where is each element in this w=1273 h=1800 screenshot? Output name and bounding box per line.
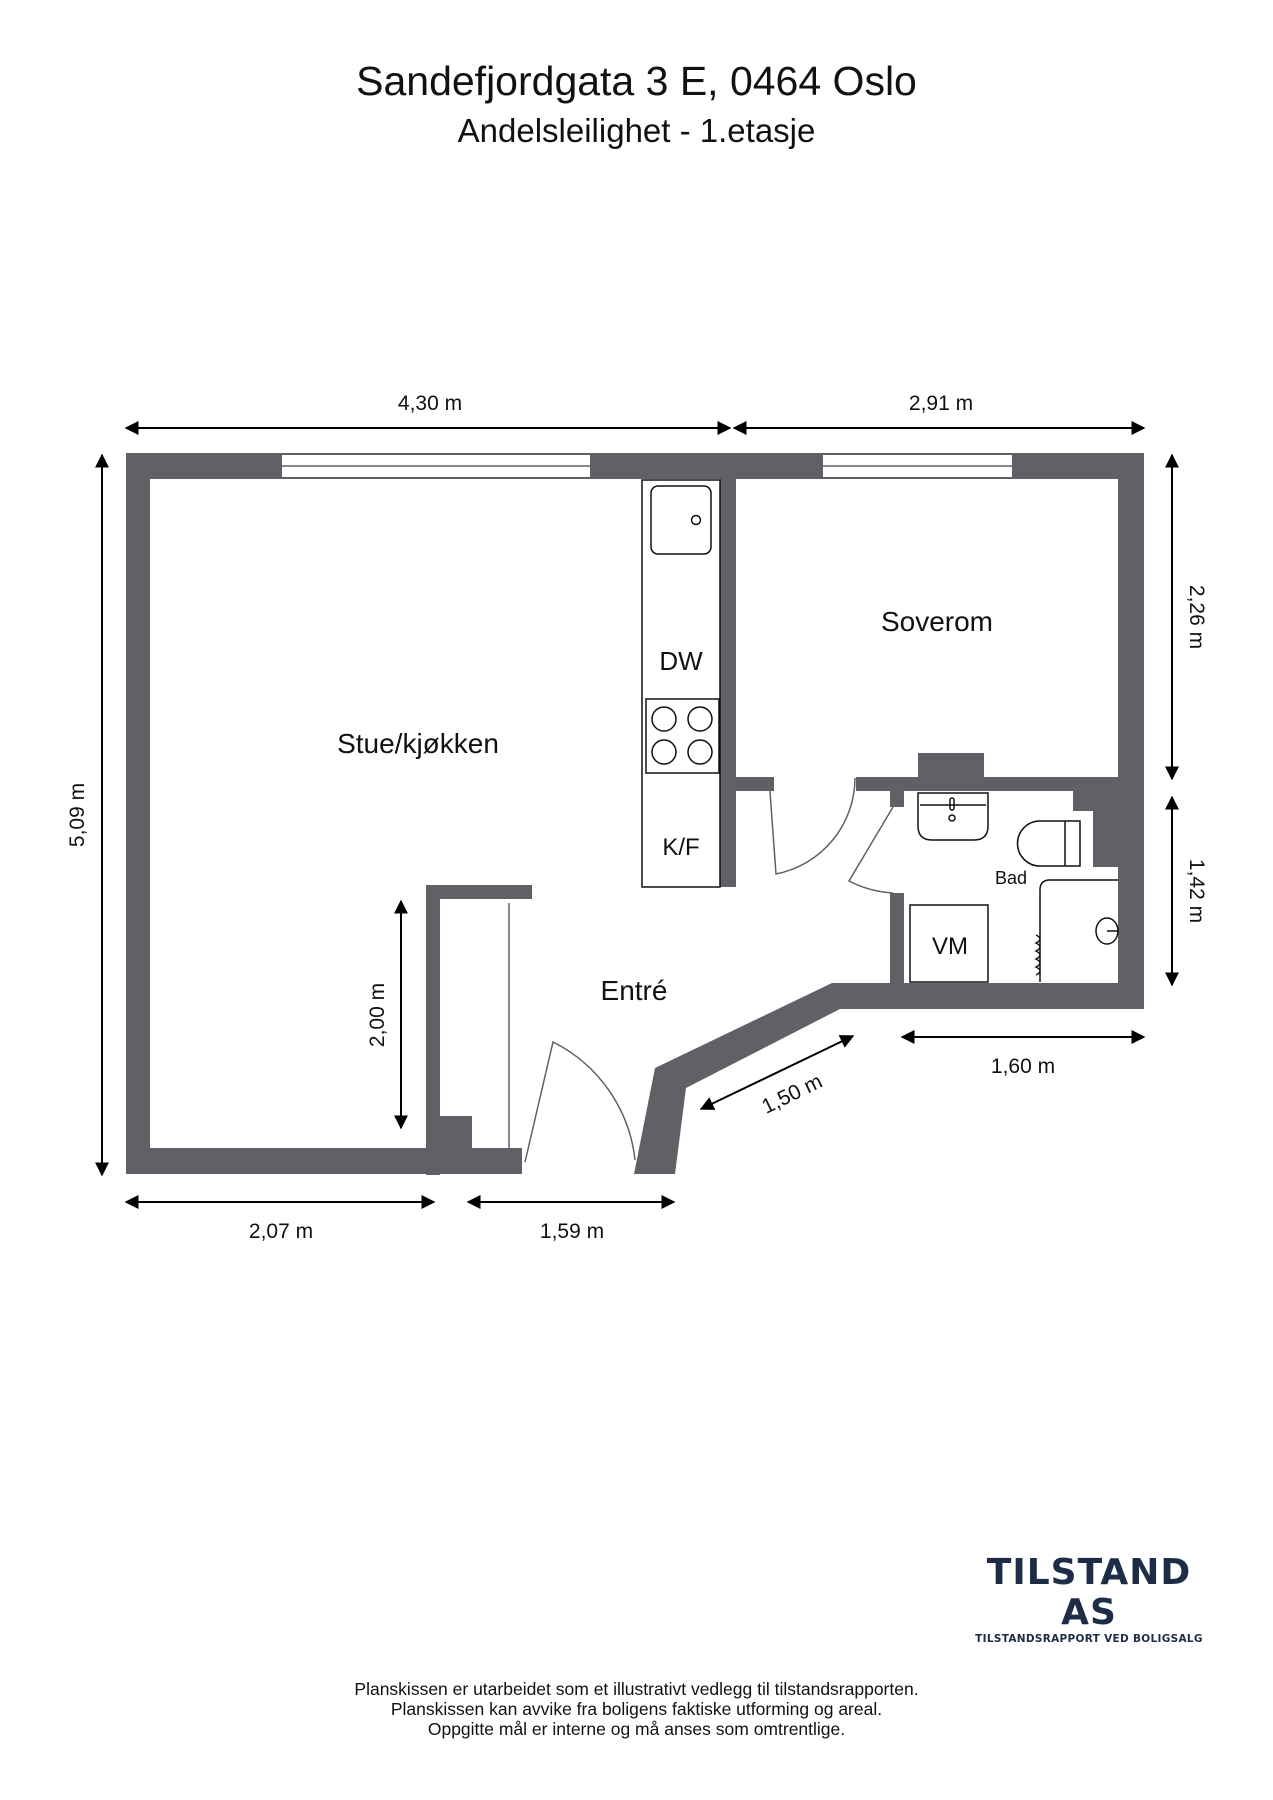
walls	[126, 453, 1144, 1175]
entrance-door-icon[interactable]	[524, 1040, 636, 1163]
shower-curtain-icon	[1034, 934, 1041, 976]
disclaimer-line: Oppgitte mål er interne og må anses som …	[427, 1719, 846, 1739]
dim-right-upper: 2,26 m	[1185, 585, 1208, 649]
disclaimer-line: Planskissen kan avvike fra boligens fakt…	[390, 1699, 883, 1719]
dim-bath-bottom: 1,60 m	[991, 1055, 1055, 1078]
toilet-icon	[1016, 820, 1081, 867]
window-living	[282, 455, 590, 477]
logo-tagline: TILSTANDSRAPPORT VED BOLIGSALG	[975, 1633, 1203, 1645]
cooktop-icon	[645, 698, 720, 774]
dim-bottom-entry: 1,59 m	[540, 1220, 604, 1243]
dimension-lines	[95, 421, 1179, 1209]
dim-right-lower: 1,42 m	[1185, 859, 1208, 923]
sink-icon	[650, 485, 712, 555]
room-label-bedroom: Soverom	[881, 606, 993, 637]
page-subtitle: Andelsleilighet - 1.etasje	[457, 112, 816, 149]
disclaimer: Planskissen er utarbeidet som et illustr…	[0, 1679, 1273, 1739]
drain-icon	[690, 514, 702, 526]
dim-top-right: 2,91 m	[909, 392, 973, 415]
shower-rail-icon	[1039, 879, 1118, 982]
washbasin-icon	[917, 792, 989, 841]
window-bedroom	[823, 455, 1012, 477]
washing-machine-icon	[909, 904, 989, 983]
disclaimer-line: Planskissen er utarbeidet som et illustr…	[354, 1679, 919, 1699]
page-title: Sandefjordgata 3 E, 0464 Oslo	[356, 58, 917, 104]
bathroom-door-icon[interactable]	[847, 806, 894, 894]
company-logo: TILSTAND AS TILSTANDSRAPPORT VED BOLIGSA…	[958, 1552, 1220, 1646]
room-label-entrance: Entré	[601, 975, 668, 1006]
dim-bottom-left: 2,07 m	[249, 1220, 313, 1243]
washing-machine-label: VM	[932, 933, 968, 960]
bedroom-door-icon[interactable]	[768, 777, 856, 875]
room-label-bathroom: Bad	[995, 868, 1027, 888]
dim-closet-height: 2,00 m	[366, 983, 389, 1047]
kitchen-counter	[641, 479, 721, 888]
dim-top-left: 4,30 m	[398, 392, 462, 415]
fridge-label: K/F	[662, 834, 699, 861]
room-label-living-kitchen: Stue/kjøkken	[337, 728, 499, 759]
dim-left-height: 5,09 m	[66, 783, 89, 847]
dishwasher-label: DW	[659, 646, 703, 676]
logo-name: TILSTAND AS	[986, 1552, 1192, 1633]
bathroom-fixtures	[909, 792, 1119, 983]
